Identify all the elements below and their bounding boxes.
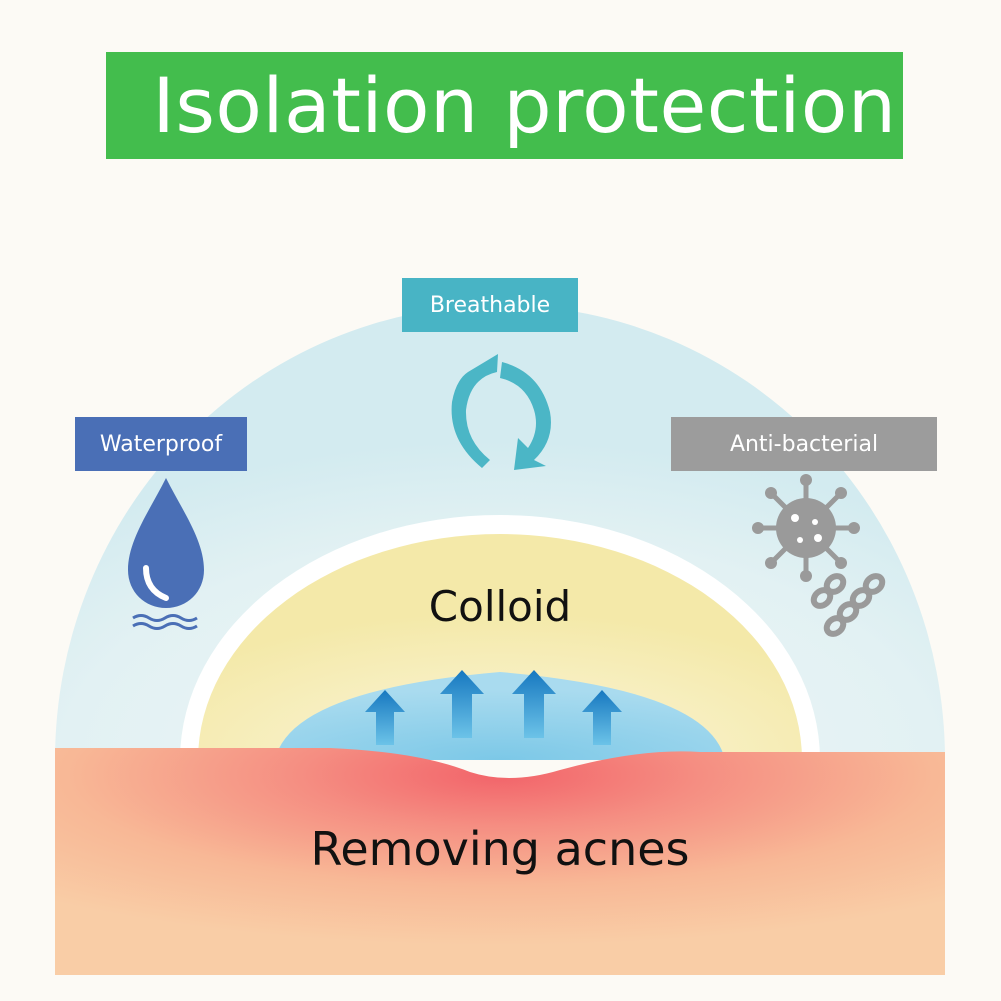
page-title: Isolation protection <box>152 60 897 150</box>
skin-label: Removing acnes <box>310 822 690 876</box>
virus-icon <box>752 474 860 582</box>
waterproof-label: Waterproof <box>75 417 247 471</box>
refresh-cycle-icon <box>451 354 551 470</box>
up-arrow-icon <box>365 670 622 745</box>
water-drop-icon <box>128 478 204 630</box>
bacteria-chain-icon <box>810 573 886 637</box>
title-banner: Isolation protection <box>106 52 903 159</box>
breathable-label: Breathable <box>402 278 578 332</box>
skin-layer <box>55 748 945 975</box>
anti-bacterial-label: Anti-bacterial <box>671 417 937 471</box>
colloid-label: Colloid <box>428 582 572 631</box>
